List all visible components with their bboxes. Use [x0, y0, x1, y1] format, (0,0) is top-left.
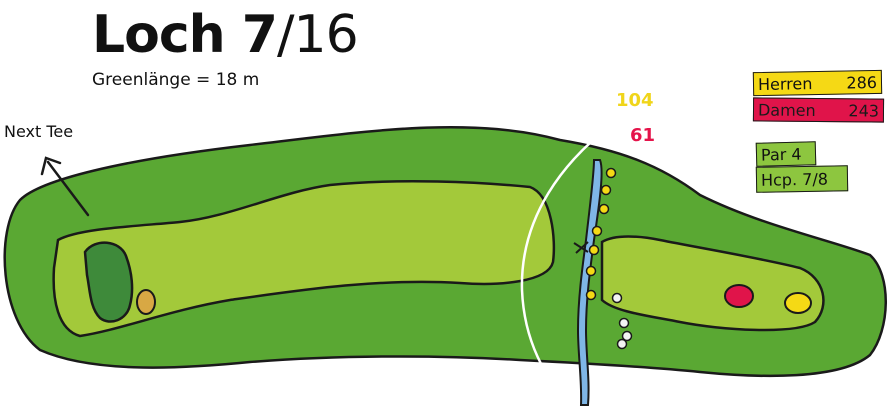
yellow-marker: [591, 225, 603, 237]
next-tee-arrow: [40, 156, 90, 217]
yellow-marker: [585, 289, 597, 301]
yellow-marker: [598, 203, 610, 215]
water-creek: [576, 159, 603, 406]
white-marker: [621, 330, 633, 342]
yellow-marker: [605, 167, 617, 179]
tee-damen: [724, 284, 754, 308]
distance-red: 61: [630, 125, 656, 146]
par-box: Par 4: [755, 141, 817, 167]
green-length: Greenlänge = 18 m: [92, 70, 260, 90]
hcp-label: Hcp. 7/8: [760, 169, 829, 190]
hcp-box: Hcp. 7/8: [755, 165, 849, 193]
distance-yellow: 104: [616, 90, 654, 111]
putting-green: [83, 241, 134, 323]
damen-value: 243: [848, 100, 880, 121]
white-markers: [611, 292, 633, 350]
herren-label: Herren: [757, 73, 813, 94]
herren-value: 286: [846, 72, 878, 92]
hole-total: 16: [293, 5, 359, 65]
yellow-marker: [585, 265, 597, 277]
page-title: Loch 7/16: [92, 2, 359, 68]
white-marker: [618, 317, 630, 329]
white-marker: [616, 338, 628, 350]
damen-label: Damen: [757, 99, 816, 120]
fairway-left: [52, 179, 556, 338]
yellow-marker: [588, 244, 600, 256]
par-label: Par 4: [760, 144, 802, 165]
yellow-markers: [585, 167, 617, 301]
bunker: [136, 289, 156, 315]
hole-number: Loch 7: [92, 5, 278, 65]
herren-length-box: Herren 286: [752, 69, 883, 97]
fairway-right: [600, 235, 825, 332]
damen-length-box: Damen 243: [752, 97, 885, 123]
distance-arc: [520, 113, 626, 406]
tee-herren: [784, 292, 812, 314]
crossing-marker: [573, 241, 589, 254]
next-tee-label: Next Tee: [4, 122, 74, 141]
yellow-marker: [600, 184, 612, 196]
hole-separator: /: [277, 5, 295, 65]
white-marker: [611, 292, 623, 304]
